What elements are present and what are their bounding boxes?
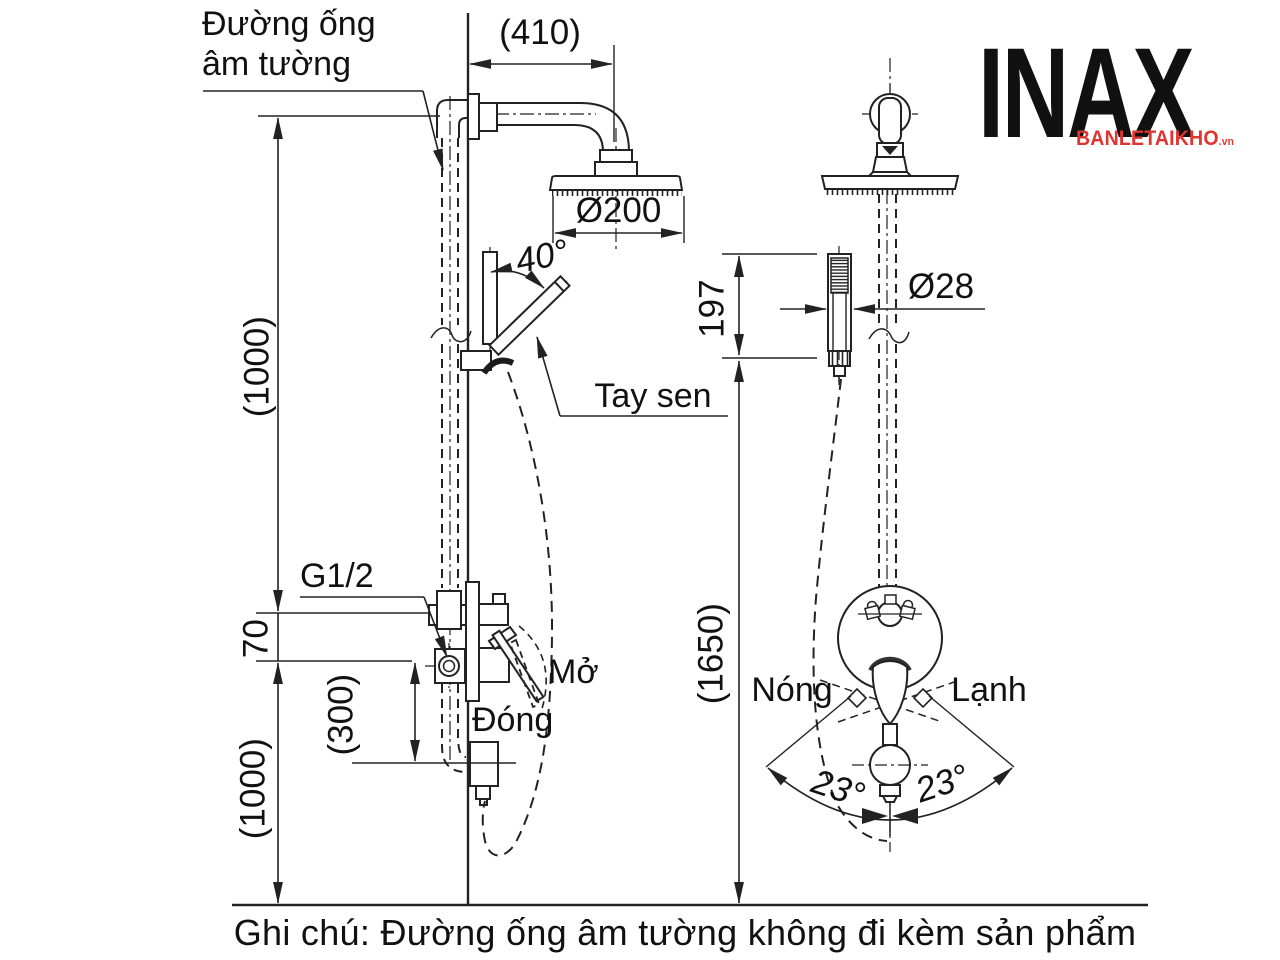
label-leaders [203, 90, 728, 658]
shower-hoses [481, 371, 888, 857]
dim-arm-reach: (410) [499, 13, 581, 52]
dim-spout-drop: (300) [321, 673, 361, 756]
dim-hand-shower-length: 197 [692, 279, 732, 338]
cold-label: Lạnh [951, 671, 1027, 709]
brand-logo: INAX [978, 22, 1195, 165]
slide-bar [482, 251, 498, 345]
concealed-pipe-label-line1: Đường ống [202, 5, 376, 43]
rain-shower-head-side [548, 175, 684, 191]
hand-shower-label: Tay sen [594, 377, 712, 415]
concealed-pipe-label: Đường ống âm tường [202, 4, 376, 84]
retailer-suffix: .vn [1218, 136, 1235, 148]
dim-hand-shower-diameter: Ø28 [907, 267, 975, 306]
hot-label: Nóng [751, 671, 833, 709]
extension-lines [256, 45, 817, 764]
concealed-pipe-label-line2: âm tường [202, 45, 351, 84]
mixer-handle-front [871, 660, 909, 726]
side-view-parts [428, 93, 684, 806]
valve-lever-closed [508, 638, 541, 709]
valve-escutcheon [465, 581, 480, 702]
retailer-name: BANLETAIKHO [1076, 127, 1219, 150]
arm-wall-flange [467, 93, 480, 140]
front-view-parts [765, 93, 1015, 836]
dim-head-diameter: Ø200 [575, 191, 662, 230]
spout [469, 741, 499, 787]
dim-lower-height: (1000) [233, 738, 273, 840]
hand-shower-side [488, 274, 571, 357]
footnote: Ghi chú: Đường ống âm tường không đi kèm… [233, 912, 1137, 953]
pipe-break-symbols [430, 327, 910, 344]
retailer-logo: BANLETAIKHO.vn [1076, 127, 1234, 152]
dim-upper-height: (1000) [237, 316, 277, 418]
close-label: Đóng [472, 701, 554, 739]
thread-label: G1/2 [300, 557, 374, 595]
dim-total-height: (1650) [691, 603, 731, 705]
dimension-lines [273, 59, 1013, 904]
wall-and-ground-lines [232, 13, 1148, 907]
rain-shower-head-front [820, 175, 960, 190]
open-label: Mở [548, 653, 599, 691]
dim-valve-offset: 70 [236, 619, 276, 659]
